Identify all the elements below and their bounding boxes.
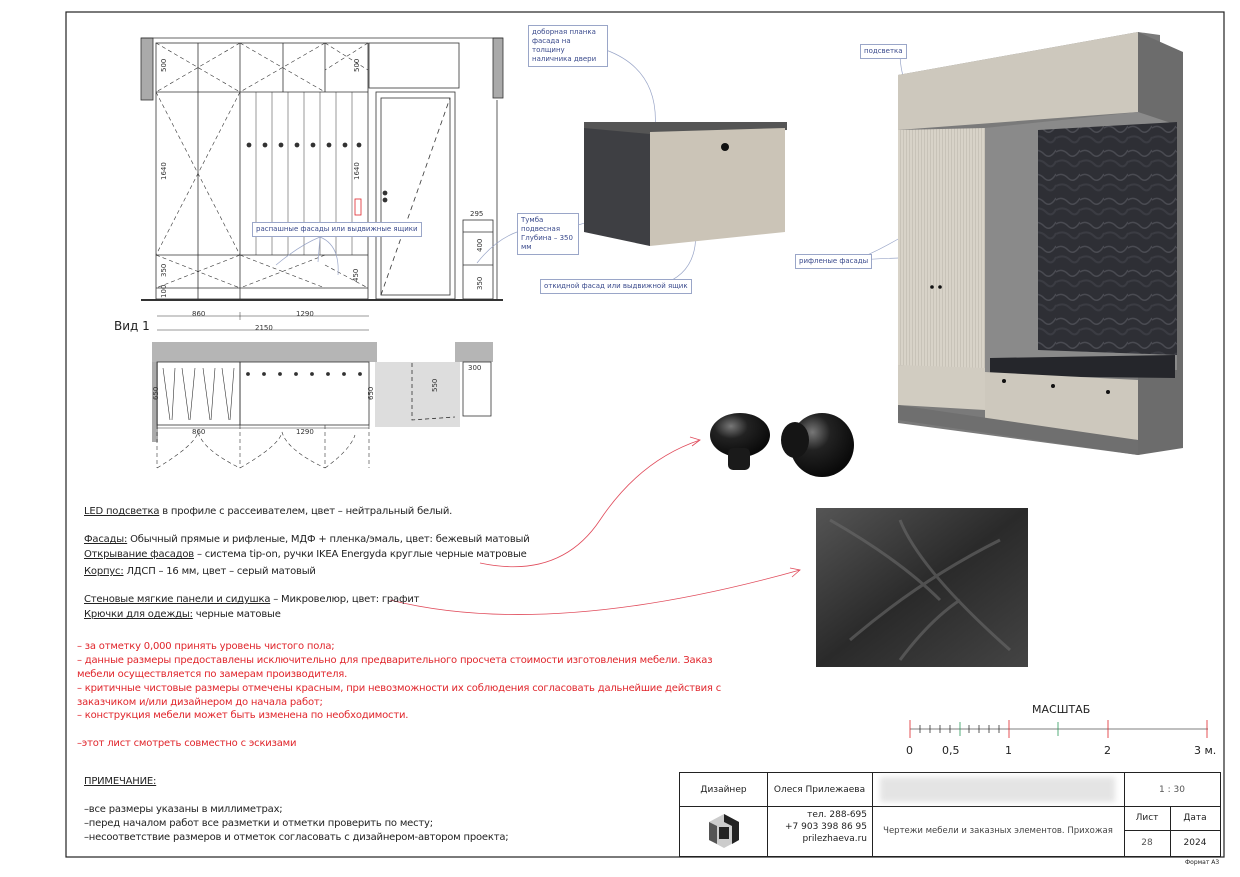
callout-raspashnye: распашные фасады или выдвижные ящики: [252, 222, 422, 237]
dimension-label: 550: [431, 379, 439, 392]
dimension-label: 1290: [296, 428, 314, 436]
redacted-address: [880, 777, 1115, 802]
dimension-label: 860: [192, 310, 205, 318]
designer-name: Олеся Прилежаева: [773, 784, 866, 795]
dimension-label: 2150: [255, 324, 273, 332]
year: 2024: [1183, 838, 1207, 848]
spec-opening: Открывание фасадов – система tip-on, руч…: [84, 549, 527, 560]
website: prilezhaeva.ru: [802, 834, 867, 844]
plan-view: [152, 312, 493, 469]
dimension-label: 1640: [353, 162, 361, 180]
sheet-frame: [65, 11, 1225, 858]
scale-label: 1: [1005, 744, 1012, 757]
dimension-label: 450: [352, 269, 360, 282]
note-item: –несоответствие размеров и отметок согла…: [84, 832, 509, 843]
callout-riflenye: рифленые фасады: [795, 254, 873, 269]
callout-dobor: доборная планка фасада на толщину наличн…: [528, 25, 608, 67]
knob-render: [710, 413, 854, 477]
note-item: –перед началом работ все разметки и отме…: [84, 818, 433, 829]
spec-body: Корпус: ЛДСП – 16 мм, цвет – серый матов…: [84, 566, 316, 577]
designer-contacts: тел. 288-695 +7 903 398 86 95 prilezhaev…: [767, 809, 867, 845]
dimension-label: 350: [160, 264, 168, 277]
spec-facades: Фасады: Обычный прямые и рифленые, МДФ +…: [84, 534, 530, 545]
dimension-label: 650: [152, 387, 160, 400]
dimension-label: 1640: [160, 162, 168, 180]
dimension-texts: 500 500 1640 1640 350 100 450 295 400 35…: [152, 59, 484, 436]
warning-line: – конструкция мебели может быть изменена…: [77, 710, 409, 721]
warning-line: заказчиком и/или дизайнером до начала ра…: [77, 697, 323, 708]
scale-value: 1 : 30: [1159, 784, 1185, 795]
notes-title: ПРИМЕЧАНИЕ:: [84, 776, 157, 787]
scale-label: 2: [1104, 744, 1111, 757]
dimension-label: 860: [192, 428, 205, 436]
date-label: Дата: [1183, 813, 1207, 823]
scale-label: 0,5: [942, 744, 960, 757]
phone-2: +7 903 398 86 95: [785, 822, 867, 832]
dimension-label: 300: [468, 364, 481, 372]
warning-line: – за отметку 0,000 принять уровень чисто…: [77, 641, 335, 652]
hallway-furniture-render: [898, 32, 1183, 455]
note-item: –все размеры указаны в миллиметрах;: [84, 804, 283, 815]
spec-led: LED подсветка в профиле с рассеивателем,…: [84, 506, 453, 517]
format-label: Формат А3: [1185, 859, 1220, 866]
dimension-label: 500: [160, 59, 168, 72]
dimension-label: 650: [367, 387, 375, 400]
phone-1: тел. 288-695: [807, 810, 867, 820]
dimension-label: 350: [476, 277, 484, 290]
callout-otkidnoy: откидной фасад или выдвижной ящик: [540, 279, 692, 294]
dimension-label: 1290: [296, 310, 314, 318]
view-label: Вид 1: [114, 319, 150, 333]
scale-bar: [909, 720, 1208, 738]
dimension-label: 400: [476, 239, 484, 252]
spec-hooks: Крючки для одежды: черные матовые: [84, 609, 281, 620]
sheet-number: 28: [1141, 838, 1153, 848]
warning-line: мебели осуществляется по замерам произво…: [77, 669, 348, 680]
sheet-title: Чертежи мебели и заказных элементов. При…: [883, 826, 1113, 836]
spec-panels: Стеновые мягкие панели и сидушка – Микро…: [84, 594, 420, 605]
warning-line: – критичные чистовые размеры отмечены кр…: [77, 683, 721, 694]
logo-icon: [680, 806, 767, 856]
elevation-view: [140, 37, 504, 301]
dimension-label: 100: [160, 285, 168, 298]
scale-label: 0: [906, 744, 913, 757]
callout-podsvetka: подсветка: [860, 44, 907, 59]
dimension-label: 295: [470, 210, 483, 218]
warning-line: – данные размеры предоставлены исключите…: [77, 655, 713, 666]
title-block: Дизайнер Олеся Прилежаева 1 : 30 тел. 28…: [679, 772, 1221, 857]
hanging-cabinet-render: [584, 122, 787, 246]
dimension-label: 500: [353, 59, 361, 72]
scale-title: МАСШТАБ: [1032, 703, 1091, 716]
scale-label: 3 м.: [1194, 744, 1217, 757]
sheet-label: Лист: [1135, 813, 1159, 823]
warning-line: –этот лист смотреть совместно с эскизами: [77, 738, 297, 749]
material-arrows: [389, 436, 801, 615]
callout-tumba: Тумба подвесная Глубина – 350 мм: [517, 213, 579, 255]
designer-label: Дизайнер: [700, 784, 747, 795]
